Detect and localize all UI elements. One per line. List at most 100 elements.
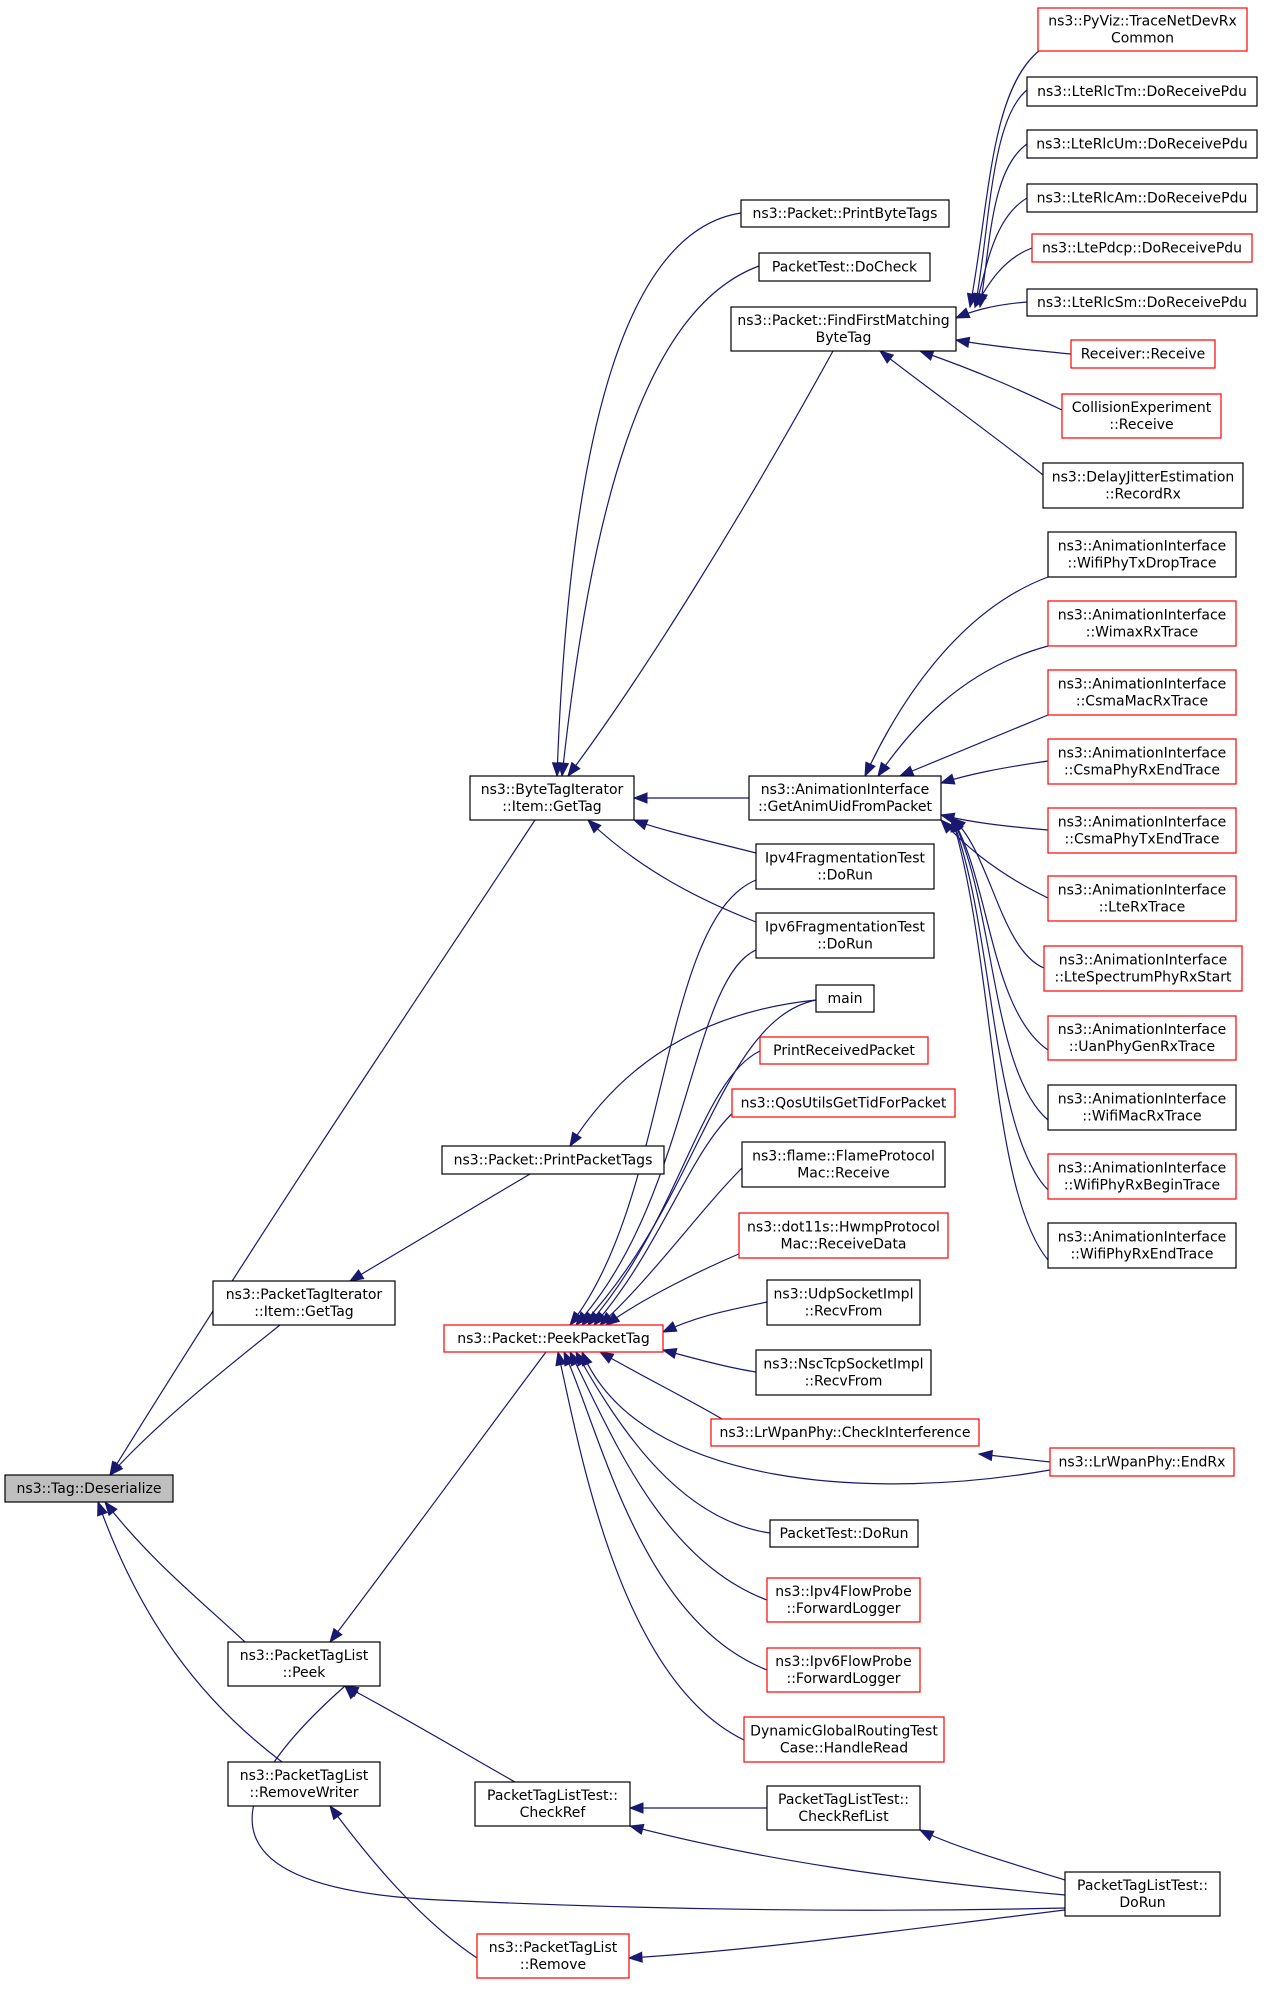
node-label: ns3::LteRlcUm::DoReceivePdu [1036,137,1247,153]
node-ns3-lrwpanphy-endrx[interactable]: ns3::LrWpanPhy::EndRx [1049,1447,1235,1477]
node-main[interactable]: main [815,984,875,1013]
node-ns3-animationinterface-wimaxrxtrace[interactable]: ns3::AnimationInterface::WimaxRxTrace [1047,600,1237,647]
node-ns3-lrwpanphy-checkinterference[interactable]: ns3::LrWpanPhy::CheckInterference [710,1418,980,1447]
node-collisionexperiment-receive[interactable]: CollisionExperiment::Receive [1061,393,1222,439]
node-label: ns3::PyViz::TraceNetDevRx [1048,14,1237,30]
node-ns3-delayjitterestimation-recordrx[interactable]: ns3::DelayJitterEstimation::RecordRx [1042,462,1244,509]
edge-n5-to-n1 [551,212,742,778]
node-ns3-lterlctm-doreceivepdu[interactable]: ns3::LteRlcTm::DoReceivePdu [1026,76,1258,107]
node-ns3-nsctcpsocketimpl-recvfrom[interactable]: ns3::NscTcpSocketImpl::RecvFrom [755,1349,932,1396]
node-ipv6fragmentationtest-dorun[interactable]: Ipv6FragmentationTest::DoRun [755,912,935,959]
node-box [443,1324,664,1353]
node-ns3-packettaglist-removewriter[interactable]: ns3::PacketTagList::RemoveWriter [227,1761,381,1807]
node-ns3-bytetagiterator-item-gettag[interactable]: ns3::ByteTagIterator::Item::GetTag [469,775,635,821]
node-ns3-packettagiterator-item-gettag[interactable]: ns3::PacketTagIterator::Item::GetTag [212,1280,396,1326]
node-ns3-animationinterface-getanimuidfrompacket[interactable]: ns3::AnimationInterface::GetAnimUidFromP… [748,775,942,821]
edge-line [593,1109,737,1326]
node-label: ns3::AnimationInterface [761,782,930,798]
node-ns3-packettaglist-remove[interactable]: ns3::PacketTagList::Remove [476,1933,630,1979]
node-ns3-animationinterface-wifiphyrxbegintrace[interactable]: ns3::AnimationInterface::WifiPhyRxBeginT… [1047,1153,1237,1200]
node-ns3-udpsocketimpl-recvfrom[interactable]: ns3::UdpSocketImpl::RecvFrom [766,1279,921,1326]
edge-line [556,212,742,777]
node-box [1026,183,1258,213]
node-ns3-animationinterface-lterxtrace[interactable]: ns3::AnimationInterface::LteRxTrace [1047,875,1237,922]
node-box [748,775,942,821]
node-label: Case::HandleRead [780,1741,908,1757]
node-ns3-tag-deserialize[interactable]: ns3::Tag::Deserialize [4,1474,174,1503]
node-ns3-animationinterface-wifimacrxtrace[interactable]: ns3::AnimationInterface::WifiMacRxTrace [1047,1084,1237,1131]
node-ns3-animationinterface-uanphygenrxtrace[interactable]: ns3::AnimationInterface::UanPhyGenRxTrac… [1047,1015,1237,1061]
node-packettaglisttest-dorun[interactable]: PacketTagListTest::DoRun [1064,1871,1221,1917]
edge-n23-to-n7 [918,350,1063,411]
node-receiver-receive[interactable]: Receiver::Receive [1070,339,1216,369]
node-packettest-dorun[interactable]: PacketTest::DoRun [769,1519,919,1548]
node-ns3-animationinterface-wifiphyrxendtrace[interactable]: ns3::AnimationInterface::WifiPhyRxEndTra… [1047,1222,1237,1269]
node-ns3-qosutilsgettidforpacket[interactable]: ns3::QosUtilsGetTidForPacket [731,1088,956,1118]
edge-line [563,1351,768,1671]
node-box [1047,738,1237,785]
node-ipv4fragmentationtest-dorun[interactable]: Ipv4FragmentationTest::DoRun [755,843,935,890]
node-label: ns3::LtePdcp::DoReceivePdu [1042,241,1242,257]
node-ns3-lterlcum-doreceivepdu[interactable]: ns3::LteRlcUm::DoReceivePdu [1026,129,1258,159]
arrow-head [661,1321,678,1333]
edge-line [569,1351,768,1601]
arrow-head [587,1311,602,1327]
node-printreceivedpacket[interactable]: PrintReceivedPacket [759,1036,929,1065]
node-ns3-animationinterface-csmaphytxendtrace[interactable]: ns3::AnimationInterface::CsmaPhyTxEndTra… [1047,807,1237,854]
node-ns3-packet-printbytetags[interactable]: ns3::Packet::PrintByteTags [740,199,950,228]
node-label: ::CsmaPhyRxEndTrace [1064,763,1220,779]
node-ns3-ipv4flowprobe-forwardlogger[interactable]: ns3::Ipv4FlowProbe::ForwardLogger [766,1577,921,1623]
node-ns3-packet-peekpackettag[interactable]: ns3::Packet::PeekPacketTag [443,1324,664,1353]
edge-line [581,999,817,1326]
edge-line [349,1173,531,1282]
node-ns3-animationinterface-ltespectrumphyrxstart[interactable]: ns3::AnimationInterface::LteSpectrumPhyR… [1043,945,1243,992]
node-label: PacketTest::DoRun [780,1526,909,1542]
edge-line [969,49,1041,308]
edge-line [109,819,536,1476]
edge-line [629,1825,1066,1896]
node-box [1031,233,1253,263]
edge-n8-to-n1 [632,792,749,804]
node-label: ::GetAnimUidFromPacket [758,799,932,815]
edge-n12-to-n2 [348,1173,531,1282]
node-label: ::Peek [283,1665,327,1681]
node-box [1061,393,1222,439]
node-ns3-ltepdcp-doreceivepdu[interactable]: ns3::LtePdcp::DoReceivePdu [1031,233,1253,263]
node-label: ::RecvFrom [805,1304,883,1320]
node-packettest-docheck[interactable]: PacketTest::DoCheck [758,252,931,282]
arrow-head [864,761,876,778]
node-ns3-lterlcam-doreceivepdu[interactable]: ns3::LteRlcAm::DoReceivePdu [1026,183,1258,213]
node-ns3-dot11s-hwmpprotocolmac-receivedata[interactable]: ns3::dot11s::HwmpProtocolMac::ReceiveDat… [738,1212,949,1259]
edge-line [628,1909,1066,1959]
node-box [1047,875,1237,922]
node-ns3-animationinterface-csmamacrxtrace[interactable]: ns3::AnimationInterface::CsmaMacRxTrace [1047,669,1237,716]
arrow-head [898,765,915,777]
edge-line [633,819,757,854]
node-ns3-animationinterface-wifiphytxdroptrace[interactable]: ns3::AnimationInterface::WifiPhyTxDropTr… [1047,531,1237,578]
node-packettaglisttest-checkref[interactable]: PacketTagListTest::CheckRef [474,1781,631,1827]
node-ns3-packettaglist-peek[interactable]: ns3::PacketTagList::Peek [227,1641,381,1687]
arrow-head [567,761,581,778]
node-ns3-packet-printpackettags[interactable]: ns3::Packet::PrintPacketTags [441,1145,665,1175]
node-ns3-animationinterface-csmaphyrxendtrace[interactable]: ns3::AnimationInterface::CsmaPhyRxEndTra… [1047,738,1237,785]
node-box [1026,288,1258,317]
node-ns3-lterlcsm-doreceivepdu[interactable]: ns3::LteRlcSm::DoReceivePdu [1026,288,1258,317]
node-label: ns3::AnimationInterface [1058,1161,1227,1177]
arrow-head [977,1449,994,1462]
arrow-head [104,1500,118,1517]
edge-line [919,350,1063,411]
node-label: ns3::AnimationInterface [1058,815,1227,831]
arrow-head [344,1685,359,1700]
node-packettaglisttest-checkreflist[interactable]: PacketTagListTest::CheckRefList [766,1785,921,1831]
node-label: ns3::AnimationInterface [1059,953,1228,969]
node-ns3-ipv6flowprobe-forwardlogger[interactable]: ns3::Ipv6FlowProbe::ForwardLogger [766,1647,921,1693]
edge-line [919,1829,1066,1881]
node-label: ns3::PacketTagList [240,1648,369,1664]
node-box [758,252,931,282]
node-label: Receiver::Receive [1081,347,1206,363]
arrow-head [348,1269,365,1282]
